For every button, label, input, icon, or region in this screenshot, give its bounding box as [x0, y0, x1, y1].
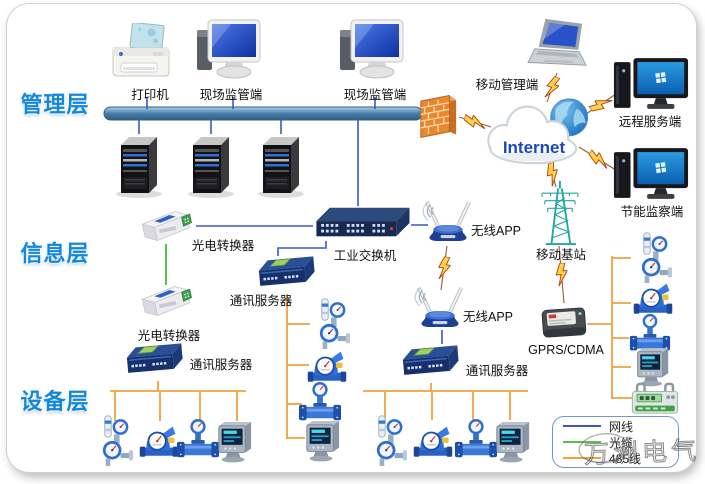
- flowmeter-c: [454, 417, 498, 463]
- watermeter-a: [138, 423, 180, 463]
- layer-information: 信息层: [20, 241, 90, 266]
- server-1: [113, 133, 165, 199]
- monitor-icon: [196, 19, 261, 79]
- heatmeter-icon: [631, 382, 679, 415]
- commserver-icon: [401, 344, 460, 376]
- firewall-icon: [420, 94, 457, 138]
- energy-monitor: [612, 147, 690, 201]
- regulator-d: [632, 231, 674, 283]
- media-converter-2: [137, 282, 195, 320]
- commserver-icon: [257, 255, 316, 287]
- commserver-icon: [125, 342, 184, 374]
- wireless-ap-2-label: 无线APP: [462, 310, 514, 324]
- regulator-icon: [376, 415, 408, 466]
- converter-icon: [140, 208, 195, 244]
- firewall: [417, 91, 459, 138]
- printer-label: 打印机: [131, 88, 169, 102]
- laptop: [526, 17, 588, 73]
- comm-server-2: [123, 340, 187, 382]
- gprs-modem: [540, 304, 588, 342]
- pc-icon: [613, 57, 689, 109]
- media-converter-2-label: 光电转换器: [137, 329, 201, 343]
- monitor-2: [338, 18, 406, 80]
- router-icon: [414, 286, 464, 329]
- panelmeter-c: [493, 420, 531, 464]
- base-station: [530, 180, 588, 246]
- switch-icon: [316, 207, 410, 237]
- internet-label: Internet: [502, 138, 566, 157]
- server-3: [255, 133, 307, 199]
- comm-server-2-label: 通讯服务器: [189, 358, 253, 372]
- router-icon: [422, 200, 472, 243]
- watermark: 万洲电气: [583, 436, 701, 470]
- watermeter-icon: [412, 425, 454, 458]
- watermeter-icon: [138, 425, 180, 458]
- gprs-icon: [541, 307, 587, 338]
- legend-label: 网线: [609, 419, 634, 434]
- laptop-label: 移动管理端: [475, 78, 539, 92]
- printer-icon: [112, 23, 170, 77]
- flowmeter-icon: [454, 418, 498, 458]
- energy-monitor-label: 节能监察端: [620, 205, 684, 219]
- converter-icon: [140, 283, 195, 319]
- regulator-icon: [319, 298, 351, 349]
- server-2: [185, 133, 237, 199]
- media-converter-1-label: 光电转换器: [191, 239, 255, 253]
- monitor-2-label: 现场监管端: [343, 88, 407, 102]
- celltower-icon: [541, 180, 579, 246]
- lightning-bolt-icon: [436, 255, 452, 281]
- legend-line-0: [563, 425, 601, 427]
- base-station-label: 移动基站: [535, 248, 587, 262]
- monitor-icon: [339, 19, 404, 79]
- regulator-c: [367, 414, 409, 466]
- regulator-a: [93, 414, 135, 466]
- regulator-b: [310, 297, 352, 349]
- watermeter-c: [412, 423, 454, 463]
- wireless-ap-1-label: 无线APP: [470, 224, 522, 238]
- industrial-switch: [311, 204, 413, 242]
- layer-device: 设备层: [20, 389, 90, 414]
- wireless-ap-1: [422, 200, 474, 246]
- flowmeter-a: [176, 417, 220, 463]
- remote-server: [612, 57, 690, 111]
- wireless-ap-2: [414, 286, 466, 332]
- comm-server-3: [399, 342, 463, 384]
- monitor-1: [195, 18, 263, 80]
- server-icon: [188, 137, 234, 198]
- panelmeter-icon: [306, 420, 340, 462]
- panelmeter-icon: [496, 421, 530, 463]
- heatmeter-d: [628, 382, 682, 416]
- comm-server-1: [255, 253, 319, 295]
- panelmeter-icon: [218, 421, 252, 463]
- server-icon: [258, 137, 304, 198]
- panelmeter-b: [303, 419, 341, 463]
- regulator-icon: [102, 415, 134, 466]
- legend-item: 网线: [563, 419, 672, 434]
- remote-server-label: 远程服务端: [618, 115, 682, 129]
- layer-management: 管理层: [20, 92, 90, 117]
- industrial-switch-label: 工业交换机: [333, 249, 397, 263]
- regulator-icon: [641, 232, 673, 283]
- panelmeter-a: [215, 420, 253, 464]
- net-link: [277, 241, 327, 256]
- printer: [109, 23, 173, 81]
- gprs-modem-label: GPRS/CDMA: [528, 343, 604, 357]
- comm-server-3-label: 通讯服务器: [465, 364, 529, 378]
- comm-server-1-label: 通讯服务器: [229, 294, 293, 308]
- monitor-1-label: 现场监管端: [199, 88, 263, 102]
- laptop-icon: [527, 18, 587, 66]
- server-icon: [116, 137, 162, 198]
- diagram-card: [7, 4, 696, 472]
- pc-icon: [613, 147, 689, 199]
- media-converter-1: [137, 207, 195, 245]
- flowmeter-icon: [176, 418, 220, 458]
